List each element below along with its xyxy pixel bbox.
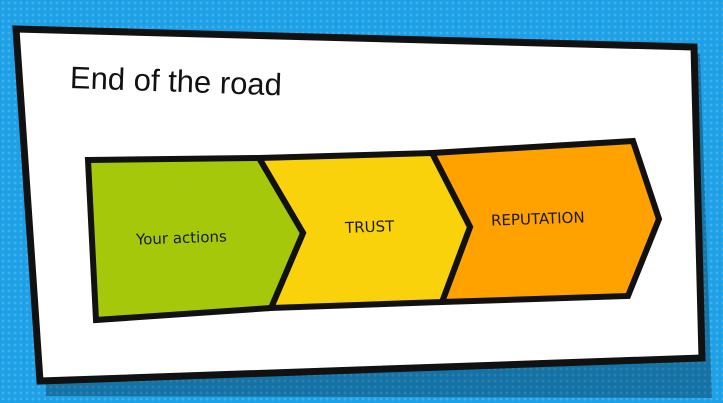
chevron-your-actions <box>84 154 307 324</box>
step-label-your-actions: Your actions <box>135 227 228 249</box>
step-label-trust: TRUST <box>344 217 395 237</box>
step-label-reputation: REPUTATION <box>490 208 585 230</box>
slide-title: End of the road <box>69 60 283 103</box>
